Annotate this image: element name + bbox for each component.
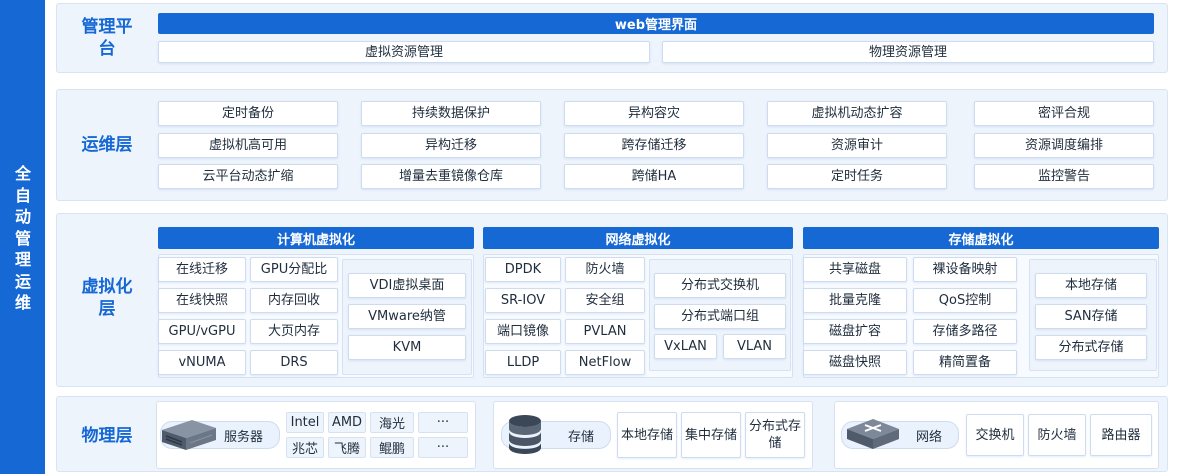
ops-title: 运维层: [81, 135, 133, 155]
storage-virt-header: 存储虚拟化: [803, 227, 1159, 249]
ops-item: 异构迁移: [361, 133, 541, 158]
storage-feature: 批量克隆: [803, 288, 907, 313]
physical-storage-type: 集中存储: [681, 412, 741, 458]
network-feature: 防火墙: [565, 257, 645, 282]
network-device: 路由器: [1090, 414, 1152, 456]
physical-title: 物理层: [81, 426, 133, 446]
physical-storage-type: 分布式存储: [745, 412, 805, 458]
storage-type: SAN存储: [1035, 304, 1147, 329]
ops-item: 增量去重镜像仓库: [361, 164, 541, 189]
network-feature: PVLAN: [565, 319, 645, 344]
ops-item: 定时备份: [158, 101, 338, 126]
network-feature: DPDK: [485, 257, 561, 282]
storage-feature: 裸设备映射: [913, 257, 1017, 282]
compute-platform: KVM: [348, 335, 466, 360]
network-switch-icon: [847, 419, 899, 449]
compute-feature: DRS: [250, 350, 338, 375]
ops-item: 跨存储迁移: [564, 133, 744, 158]
compute-feature: GPU/vGPU: [158, 319, 246, 344]
web-ui-bar: web管理界面: [158, 13, 1154, 34]
physical-storage-type: 本地存储: [617, 412, 677, 458]
ops-item: 虚拟机高可用: [158, 133, 338, 158]
ops-item: 资源审计: [767, 133, 947, 158]
network-feature: NetFlow: [565, 350, 645, 375]
storage-feature: 磁盘扩容: [803, 319, 907, 344]
network-device: 交换机: [966, 414, 1024, 456]
network-feature: LLDP: [485, 350, 561, 375]
cpu-chip: Intel: [286, 412, 324, 433]
compute-feature: GPU分配比: [250, 257, 338, 282]
compute-feature: 内存回收: [250, 288, 338, 313]
management-title: 管理平台: [81, 17, 133, 59]
storage-type: 本地存储: [1035, 273, 1147, 298]
network-distributed: 分布式交换机: [654, 273, 786, 298]
cpu-chip: 海光: [370, 412, 414, 433]
storage-feature: 磁盘快照: [803, 350, 907, 375]
ops-item: 资源调度编排: [974, 133, 1154, 158]
network-distributed: 分布式端口组: [654, 304, 786, 329]
physical-layer: 物理层 服务器 Intel AMD 海光 ··· 兆芯 飞腾 鲲鹏 ··· 存储…: [56, 396, 1168, 472]
ops-layer: 运维层 定时备份 持续数据保护 异构容灾 虚拟机动态扩容 密评合规 虚拟机高可用…: [56, 89, 1168, 201]
storage-feature: 存储多路径: [913, 319, 1017, 344]
network-feature: SR-IOV: [485, 288, 561, 313]
network-vlan: VLAN: [723, 334, 786, 359]
side-title: 全自动管理运维: [14, 164, 31, 312]
cpu-chip: 兆芯: [286, 437, 324, 458]
network-label: 网络: [915, 429, 942, 445]
side-title-bar: 全自动管理运维: [0, 0, 45, 474]
ops-item: 定时任务: [767, 164, 947, 189]
ops-item: 密评合规: [974, 101, 1154, 126]
ops-item: 持续数据保护: [361, 101, 541, 126]
storage-type: 分布式存储: [1035, 335, 1147, 360]
storage-feature: 共享磁盘: [803, 257, 907, 282]
compute-feature: vNUMA: [158, 350, 246, 375]
storage-label: 存储: [567, 429, 594, 445]
network-device: 防火墙: [1028, 414, 1086, 456]
ops-item: 云平台动态扩缩: [158, 164, 338, 189]
cpu-chip: ···: [418, 437, 468, 458]
ops-item: 监控警告: [974, 164, 1154, 189]
server-icon: [162, 420, 216, 450]
virtualization-layer: 虚拟化层 计算机虚拟化 在线迁移 GPU分配比 在线快照 内存回收 GPU/vG…: [56, 213, 1168, 387]
compute-feature: 在线快照: [158, 288, 246, 313]
cpu-chip: AMD: [328, 412, 366, 433]
ops-item: 跨储HA: [564, 164, 744, 189]
network-virt-header: 网络虚拟化: [483, 227, 793, 249]
storage-feature: 精简置备: [913, 350, 1017, 375]
compute-virt-header: 计算机虚拟化: [158, 227, 474, 249]
compute-platform: VDI虚拟桌面: [348, 273, 466, 298]
virtual-resource-management: 虚拟资源管理: [158, 41, 650, 63]
compute-platform: VMware纳管: [348, 304, 466, 329]
ops-item: 虚拟机动态扩容: [767, 101, 947, 126]
network-feature: 端口镜像: [485, 319, 561, 344]
physical-resource-management: 物理资源管理: [662, 41, 1154, 63]
cpu-chip: 鲲鹏: [370, 437, 414, 458]
virtualization-title: 虚拟化层: [81, 277, 133, 319]
cpu-chip: ···: [418, 412, 468, 433]
cpu-chip: 飞腾: [328, 437, 366, 458]
ops-item: 异构容灾: [564, 101, 744, 126]
network-vxlan: VxLAN: [654, 334, 717, 359]
storage-feature: QoS控制: [913, 288, 1017, 313]
compute-feature: 在线迁移: [158, 257, 246, 282]
server-label: 服务器: [223, 429, 263, 445]
compute-feature: 大页内存: [250, 319, 338, 344]
network-feature: 安全组: [565, 288, 645, 313]
database-icon: [509, 415, 541, 454]
management-layer: 管理平台 web管理界面 虚拟资源管理 物理资源管理: [56, 3, 1168, 73]
